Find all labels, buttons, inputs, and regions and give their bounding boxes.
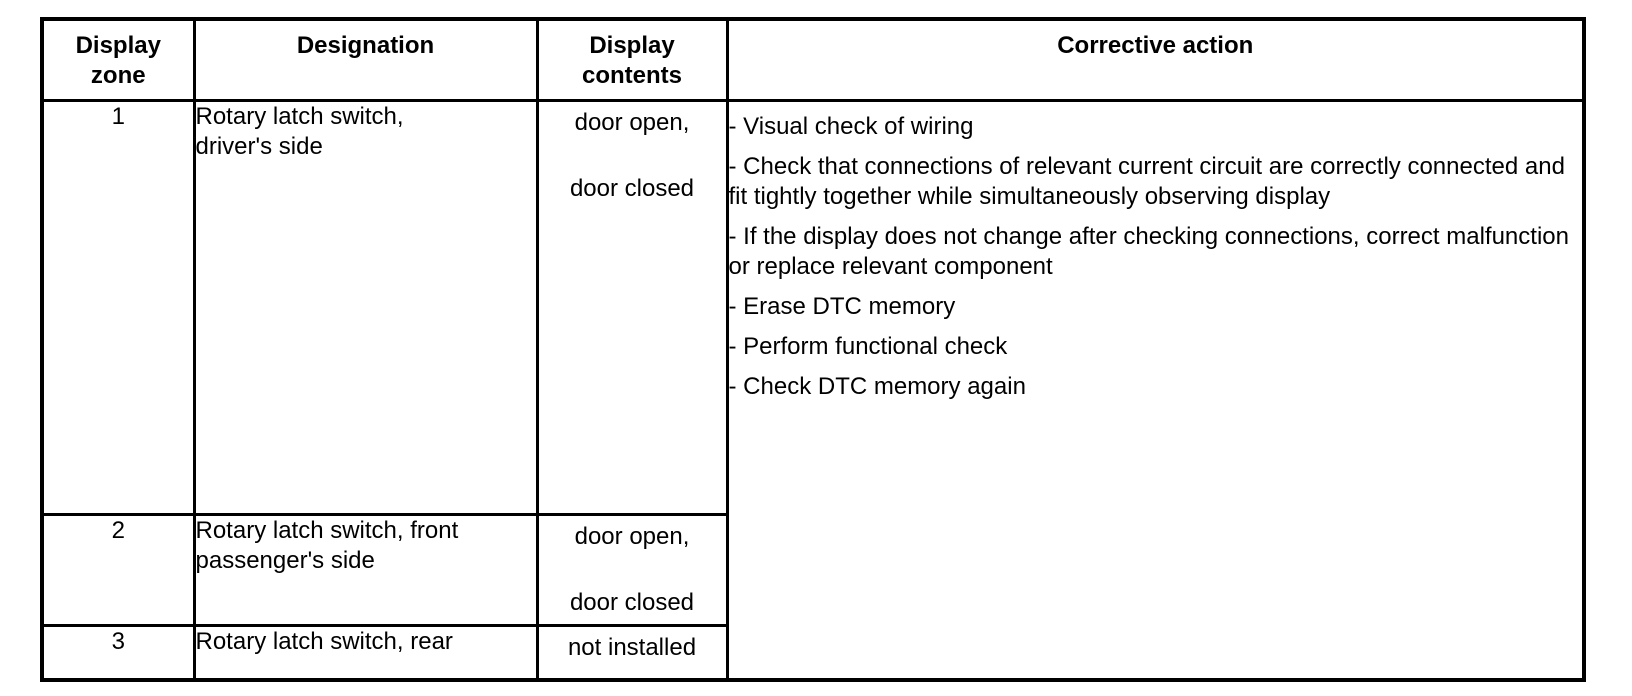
corrective-action-item: - Visual check of wiring <box>728 112 974 140</box>
header-display-contents: Display contents <box>535 17 729 102</box>
display-contents-line: door closed <box>569 174 695 202</box>
table-row-zone-1: 1 Rotary latch switch, driver's side doo… <box>40 98 1586 682</box>
corrective-action-cell: - Visual check of wiring - Check that co… <box>725 98 1586 682</box>
corrective-action-item: - If the display does not change after c… <box>728 222 1569 280</box>
zone-number: 2 <box>40 512 196 627</box>
corrective-action-item: - Check that connections of relevant cur… <box>728 152 1565 210</box>
display-contents-line: door closed <box>569 588 695 616</box>
designation-line: driver's side <box>195 132 323 160</box>
designation-line: Rotary latch switch, front <box>195 516 459 544</box>
corrective-action-item: - Perform functional check <box>728 332 1008 360</box>
table-row-zone-3: 3 Rotary latch switch, rear not installe… <box>40 623 1584 682</box>
designation-line: passenger's side <box>195 546 375 574</box>
zone-number: 3 <box>40 623 196 682</box>
zone-number: 1 <box>40 98 196 516</box>
display-contents-cell: not installed <box>535 623 729 682</box>
diagnostic-display-zone-table: Display zone Designation Display content… <box>40 17 1586 682</box>
corrective-action-item: - Check DTC memory again <box>728 372 1026 400</box>
display-contents-line: door open, <box>574 522 690 550</box>
header-designation: Designation <box>192 17 539 102</box>
designation-cell: Rotary latch switch, front passenger's s… <box>192 512 539 627</box>
table-row-zone-2: 2 Rotary latch switch, front passenger's… <box>40 512 1584 627</box>
header-display-zone: Display zone <box>40 17 196 102</box>
table-header-row: Display zone Designation Display content… <box>40 17 1586 102</box>
display-contents-cell: door open, door closed <box>535 512 729 627</box>
header-corrective-action: Corrective action <box>725 17 1586 102</box>
designation-line: Rotary latch switch, rear <box>195 627 453 655</box>
display-contents-line: not installed <box>567 633 697 661</box>
designation-line: Rotary latch switch, <box>195 102 404 130</box>
designation-cell: Rotary latch switch, driver's side <box>192 98 539 516</box>
display-contents-line: door open, <box>574 108 690 136</box>
corrective-action-item: - Erase DTC memory <box>728 292 956 320</box>
designation-cell: Rotary latch switch, rear <box>192 623 539 682</box>
display-contents-cell: door open, door closed <box>535 98 729 516</box>
